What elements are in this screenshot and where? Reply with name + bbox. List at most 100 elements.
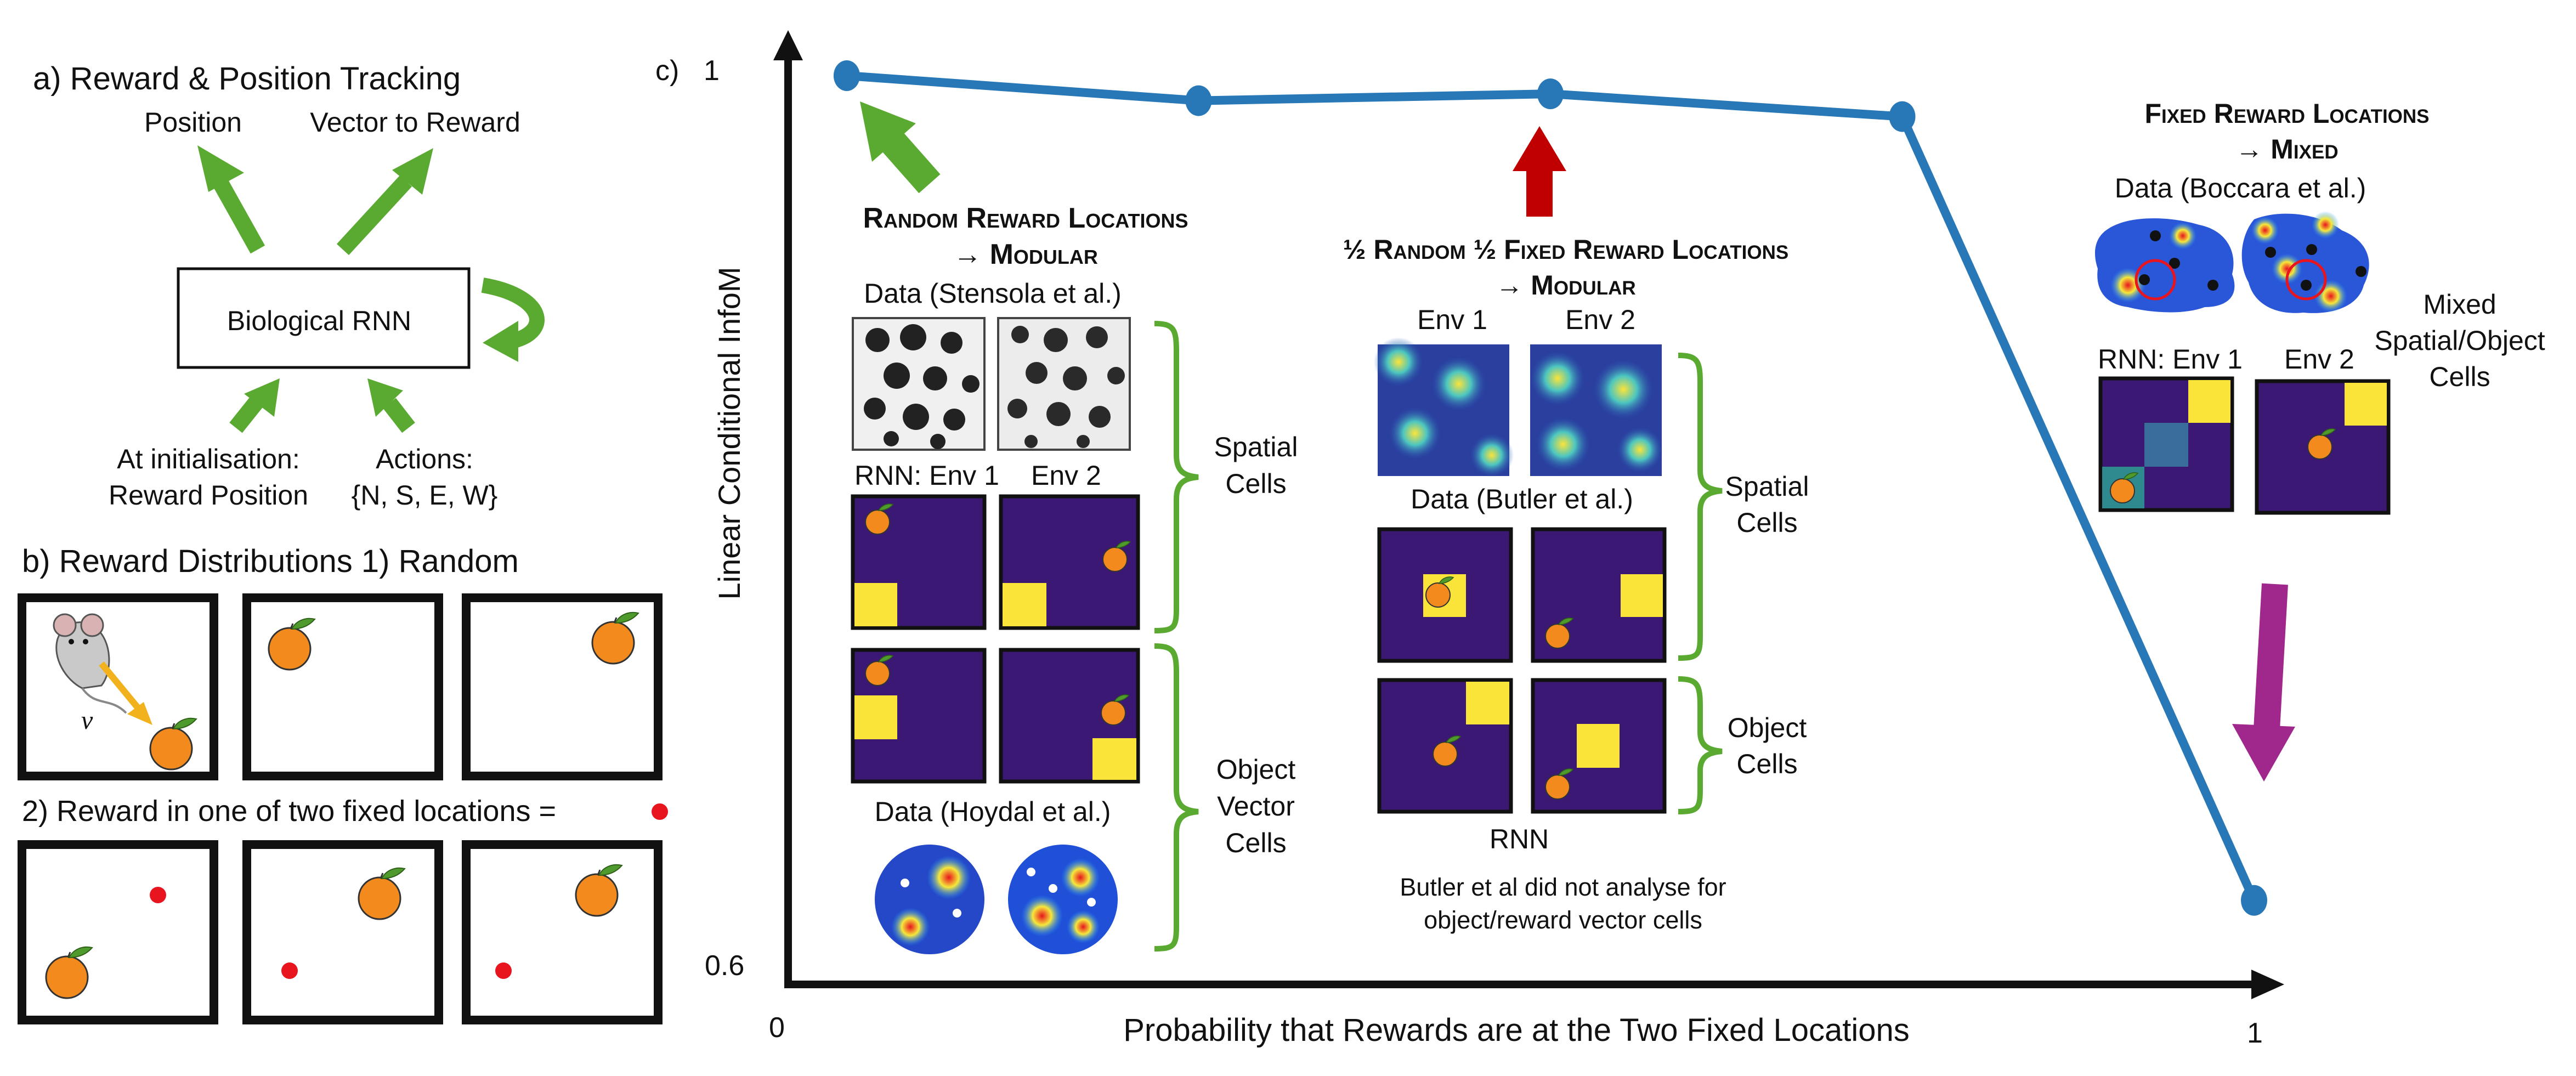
half-spatial-line1: Spatial [1725,471,1809,502]
group-half [1374,126,1723,814]
data-point-5 [2241,885,2267,916]
env2-label: Env 2 [1565,304,1635,335]
red-up-arrow [1513,126,1566,217]
half-object-line2: Cells [1736,749,1798,779]
fixed-env-box-1 [18,840,218,1024]
rnn-box [177,267,471,369]
object-vector-line3: Cells [1225,828,1287,858]
heat-cell-yellow [2188,380,2230,423]
stensola-blobs-env2 [1007,326,1125,448]
data-point-2 [1185,85,1212,116]
position-label: Position [144,107,242,138]
purple-down-arrow [2232,583,2295,781]
hoydal-data-label: Data (Hoydal et al.) [874,796,1111,827]
heat-cell-yellow [854,583,897,626]
group-random [851,101,1199,954]
group1-title-line1: Random Reward Locations [863,202,1188,234]
rnn-label: Biological RNN [227,305,412,336]
group3-title-line2: → Mixed [2235,134,2339,165]
infom-series [833,60,2267,916]
y-tick-bottom: 0.6 [705,950,745,982]
mouse-icon [53,613,127,714]
x-tick-left: 0 [769,1012,785,1044]
spatial-cells-line1: Spatial [1214,432,1298,462]
half-object-line1: Object [1727,712,1807,743]
env1-label: Env 1 [1417,304,1487,335]
vector-symbol: v [81,706,93,735]
random-env-box-2 [242,593,443,780]
heat-cell-mid [2144,423,2188,467]
heat-cell-yellow [854,695,897,739]
butler-data-label: Data (Butler et al.) [1411,484,1633,514]
group2-title-line1: ½ Random ½ Fixed Reward Locations [1343,234,1789,265]
heat-cell-yellow [1577,724,1620,768]
stensola-data-label: Data (Stensola et al.) [864,278,1122,309]
panel-b-row2-title: 2) Reward in one of two fixed locations … [22,795,557,828]
reward-dot-legend [652,803,668,820]
butler-note-line2: object/reward vector cells [1424,906,1702,934]
reward-dot [281,962,298,979]
green-up-arrow [860,101,941,194]
x-axis-label: Probability that Rewards are at the Two … [1123,1012,1910,1048]
hoydal-map-env2 [1008,845,1118,954]
reward-dot [150,887,166,903]
hoydal-map-env1 [875,845,984,954]
init-label-line2: Reward Position [108,480,309,511]
random-env-box-3 [462,593,663,780]
boccara-data-label: Data (Boccara et al.) [2114,173,2366,203]
recurrence-arrow [481,278,545,350]
butler-note-line1: Butler et al did not analyse for [1400,873,1726,901]
mixed-cells-line3: Cells [2429,361,2490,392]
y-axis-label: Linear Conditional InfoM [712,267,746,600]
recurrence-arrowhead [483,321,518,362]
vector-arrow-b [99,661,152,725]
data-point-1 [833,60,860,91]
heat-cell-yellow [1466,682,1509,724]
mixed-cells-line2: Spatial/Object [2374,325,2545,356]
fixed-env-box-3 [462,840,663,1024]
vector-arrow [336,148,433,256]
fixed-rnn-env1-label: RNN: Env 1 [2098,344,2243,375]
init-input-arrow [229,378,280,433]
actions-input-arrow [367,378,415,433]
x-tick-right: 1 [2247,1017,2263,1049]
group-fixed [2095,211,2391,781]
panel-b [18,593,668,1024]
half-spatial-bracket [1678,353,1723,661]
mixed-cells-line1: Mixed [2423,289,2496,320]
spatial-bracket [1154,321,1199,633]
spatial-cells-line2: Cells [1225,468,1287,499]
data-point-3 [1537,78,1564,110]
panel-c-axes [773,30,2284,999]
heat-cell-yellow [1092,738,1136,780]
half-spatial-line2: Cells [1736,507,1798,538]
boccara-map-env1 [2095,218,2235,313]
reward-dot [495,962,512,979]
panel-b-title: b) Reward Distributions 1) Random [22,543,519,579]
heat-cell-yellow [1621,574,1663,617]
group2-title-line2: → Modular [1496,270,1636,301]
panel-a-title: a) Reward & Position Tracking [33,61,461,97]
rnn-group2-label: RNN [1489,824,1549,854]
vector-to-reward-label: Vector to Reward [310,107,520,138]
init-label-line1: At initialisation: [117,444,300,474]
group1-title-line2: → Modular [953,239,1098,270]
heat-cell-yellow [2345,383,2387,426]
fixed-env-box-2 [242,840,443,1024]
position-arrow [197,145,265,254]
panel-c-label: c) [655,55,680,87]
env2-label: Env 2 [1031,460,1101,491]
stensola-blobs-env1 [864,324,980,449]
object-vector-line2: Vector [1217,791,1295,822]
half-object-bracket [1678,676,1723,814]
panel-a [177,145,545,433]
x-axis-arrowhead [2251,970,2284,999]
fixed-env2-label: Env 2 [2284,344,2354,375]
y-tick-top: 1 [704,55,720,87]
data-point-4 [1889,101,1916,132]
y-axis-arrowhead [773,30,803,60]
object-vector-line1: Object [1216,754,1296,785]
object-bracket [1154,643,1199,952]
